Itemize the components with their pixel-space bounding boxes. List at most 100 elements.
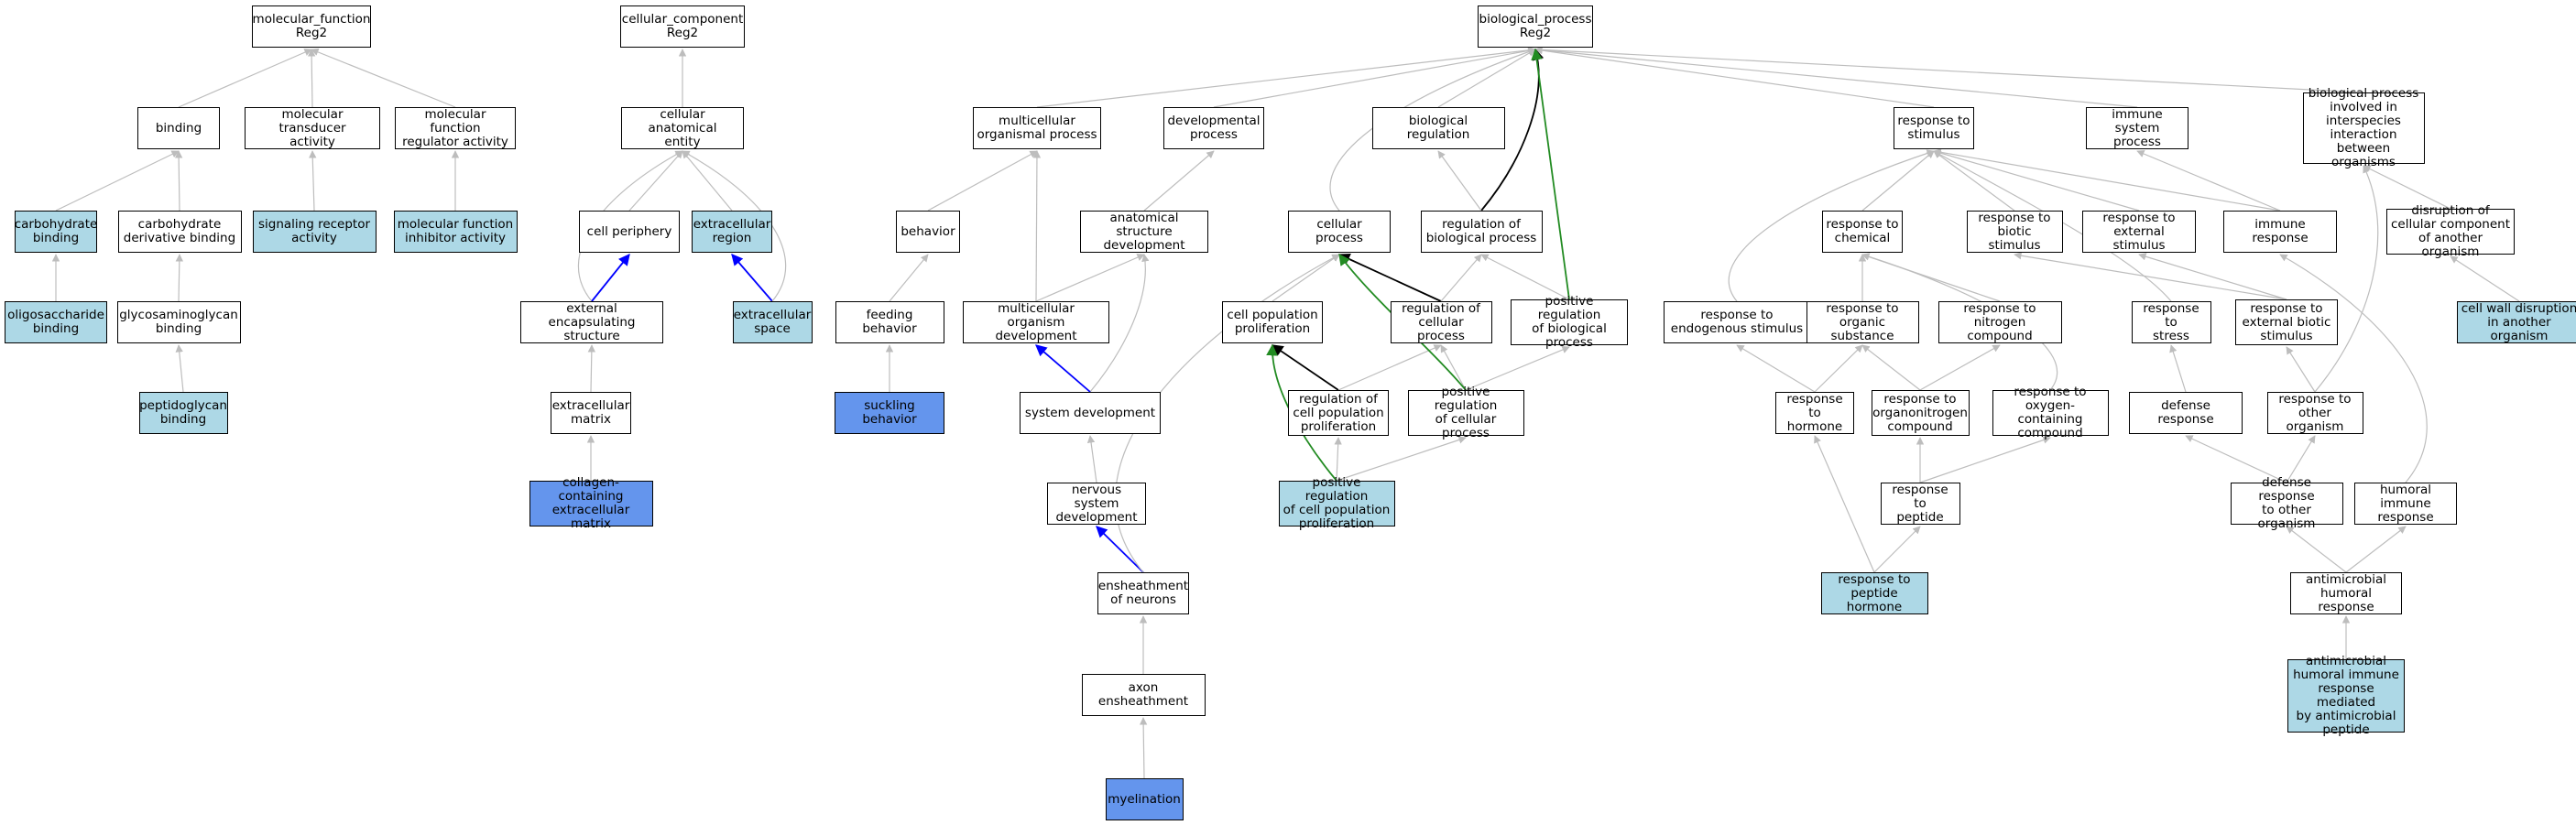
- node-response-hormone[interactable]: response to hormone: [1775, 392, 1854, 434]
- node-suckling-behavior[interactable]: suckling behavior: [835, 392, 944, 434]
- node-developmental-process[interactable]: developmental process: [1163, 107, 1264, 149]
- node-pos-reg-cell-pop-prolif[interactable]: positive regulation of cell population p…: [1278, 476, 1395, 531]
- node-extracellular-matrix[interactable]: extracellular matrix: [551, 392, 631, 434]
- node-response-peptide-hormone[interactable]: response to peptide hormone: [1820, 572, 1928, 614]
- edge-reg_cell_pop_prolif-to-cell_pop_prolif: [1271, 344, 1339, 391]
- node-response-ext-biotic[interactable]: response to external biotic stimulus: [2235, 299, 2338, 345]
- node-pos-reg-cellular-process[interactable]: positive regulation of cellular process: [1407, 385, 1524, 440]
- node-anat-struct-dev[interactable]: anatomical structure development: [1080, 211, 1208, 253]
- edge-mol_transducer-to-mf_root: [307, 49, 316, 108]
- node-carb-deriv-binding[interactable]: carbohydrate derivative binding: [117, 211, 242, 253]
- node-mol-transducer[interactable]: molecular transducer activity: [245, 107, 380, 149]
- node-response-endogenous[interactable]: response to endogenous stimulus: [1664, 301, 1810, 343]
- edge-extracellular_region-to-cell_anat_entity: [682, 150, 733, 212]
- node-multicell-org-dev[interactable]: multicellular organism development: [963, 301, 1109, 343]
- node-reg-bio-process[interactable]: regulation of biological process: [1420, 211, 1543, 253]
- node-feeding-behavior[interactable]: feeding behavior: [835, 301, 944, 343]
- node-cc-root[interactable]: cellular_component Reg2: [620, 5, 745, 48]
- edge-response_peptide-to-response_oxygen: [1919, 436, 2051, 483]
- node-carb-binding[interactable]: carbohydrate binding: [15, 211, 97, 253]
- node-response-nitrogen[interactable]: response to nitrogen compound: [1937, 301, 2062, 343]
- node-mf-inhibitor[interactable]: molecular function inhibitor activity: [393, 211, 518, 253]
- edge-pos_reg_bio_process-to-reg_bio_process: [1480, 254, 1570, 300]
- node-response-peptide[interactable]: response to peptide: [1880, 483, 1960, 525]
- edge-response_other_org-to-bp_interspecies: [2314, 165, 2379, 393]
- node-reg-cellular-process[interactable]: regulation of cellular process: [1390, 301, 1492, 343]
- node-cell-anat-entity[interactable]: cellular anatomical entity: [621, 107, 744, 149]
- node-response-organic[interactable]: response to organic substance: [1806, 301, 1919, 343]
- node-bp-interspecies[interactable]: biological process involved in interspec…: [2302, 87, 2425, 169]
- node-mf-root[interactable]: molecular_function Reg2: [252, 5, 371, 48]
- edge-nervous_system_dev-to-system_development: [1086, 435, 1097, 483]
- node-bp-root[interactable]: biological_process Reg2: [1478, 5, 1593, 48]
- edge-pos_reg_cell_pop_prolif-to-reg_cell_pop_prolif: [1334, 437, 1342, 482]
- node-myelination[interactable]: myelination: [1105, 778, 1184, 820]
- node-biological-regulation[interactable]: biological regulation: [1371, 107, 1505, 149]
- node-extracellular-region[interactable]: extracellular region: [692, 211, 772, 253]
- node-reg-cell-pop-prolif[interactable]: regulation of cell population proliferat…: [1288, 390, 1389, 436]
- node-response-organonitrogen[interactable]: response to organonitrogen compound: [1871, 390, 1970, 436]
- edge-response_organonitrogen-to-response_organic: [1861, 344, 1921, 391]
- node-ensheathment-neurons[interactable]: ensheathment of neurons: [1097, 572, 1189, 614]
- edge-mf_regulator-to-mf_root: [311, 48, 456, 108]
- edge-binding-to-mf_root: [178, 49, 312, 108]
- node-defense-response[interactable]: defense response: [2129, 392, 2243, 434]
- edge-ensheathment_neurons-to-nervous_system_dev: [1096, 526, 1144, 573]
- edge-antimicrobial_humoral-to-humoral_immune: [2345, 526, 2407, 573]
- edge-carb_binding-to-binding: [55, 150, 180, 212]
- node-nervous-system-dev[interactable]: nervous system development: [1047, 483, 1146, 525]
- node-gag-binding[interactable]: glycosaminoglycan binding: [116, 301, 241, 343]
- edge-response_to_stimulus-to-bp_root: [1534, 46, 1935, 108]
- node-cell-wall-disruption[interactable]: cell wall disruption in another organism: [2456, 301, 2576, 343]
- node-axon-ensheathment[interactable]: axon ensheathment: [1081, 674, 1206, 716]
- edge-immune_response-to-response_to_stimulus: [1933, 148, 2281, 212]
- edge-pos_reg_bio_process-to-bp_root: [1531, 48, 1570, 300]
- edge-extracellular_space-to-extracellular_region: [731, 254, 773, 302]
- node-behavior[interactable]: behavior: [896, 211, 960, 253]
- edge-cell_periphery-to-cell_anat_entity: [628, 150, 683, 212]
- node-cell-pop-prolif[interactable]: cell population proliferation: [1222, 301, 1323, 343]
- node-peptidoglycan-binding[interactable]: peptidoglycan binding: [138, 392, 228, 434]
- node-response-to-stimulus[interactable]: response to stimulus: [1894, 107, 1974, 149]
- node-antimicrobial-humoral[interactable]: antimicrobial humoral response: [2290, 572, 2402, 614]
- node-response-to-external[interactable]: response to external stimulus: [2082, 211, 2196, 253]
- node-immune-system-process[interactable]: immune system process: [2086, 107, 2189, 149]
- node-extracellular-space[interactable]: extracellular space: [732, 301, 813, 343]
- edge-response_peptide_hormone-to-response_hormone: [1814, 435, 1875, 573]
- node-response-stress[interactable]: response to stress: [2131, 301, 2211, 343]
- node-mf-regulator[interactable]: molecular function regulator activity: [395, 107, 516, 149]
- node-immune-response[interactable]: immune response: [2223, 211, 2337, 253]
- edge-extracellular_matrix-to-ext_encaps_structure: [587, 344, 596, 393]
- edge-response_to_chemical-to-response_to_stimulus: [1861, 150, 1935, 212]
- node-system-development[interactable]: system development: [1020, 392, 1161, 434]
- edge-response_to_biotic-to-response_to_stimulus: [1933, 150, 2015, 212]
- node-cell-periphery[interactable]: cell periphery: [579, 211, 680, 253]
- edge-bp_interspecies-to-bp_root: [1534, 46, 2364, 93]
- node-binding[interactable]: binding: [137, 107, 220, 149]
- node-response-to-chemical[interactable]: response to chemical: [1822, 211, 1903, 253]
- node-disruption-cell-component[interactable]: disruption of cellular component of anot…: [2386, 204, 2515, 259]
- node-oligosaccharide-binding[interactable]: oligosaccharide binding: [5, 301, 107, 343]
- node-response-oxygen[interactable]: response to oxygen-containing compound: [1992, 385, 2109, 440]
- node-response-to-biotic[interactable]: response to biotic stimulus: [1966, 211, 2063, 253]
- edge-multicell_org_process-to-bp_root: [1036, 46, 1536, 108]
- node-ext-encaps-structure[interactable]: external encapsulating structure: [520, 301, 663, 343]
- node-antimicrobial-peptide[interactable]: antimicrobial humoral immune response me…: [2287, 655, 2405, 737]
- node-collagen-ecm[interactable]: collagen-containing extracellular matrix: [529, 476, 653, 531]
- node-humoral-immune[interactable]: humoral immune response: [2354, 483, 2457, 525]
- node-signaling-receptor[interactable]: signaling receptor activity: [252, 211, 377, 253]
- edge-response_hormone-to-response_endogenous: [1736, 344, 1816, 393]
- node-response-other-org[interactable]: response to other organism: [2266, 392, 2363, 434]
- edge-humoral_immune-to-immune_response: [2279, 254, 2428, 483]
- node-cellular-process[interactable]: cellular process: [1288, 211, 1391, 253]
- edge-pos_reg_cellular_process-to-reg_cellular_process: [1440, 344, 1467, 391]
- edge-gag_binding-to-carb_deriv_binding: [175, 254, 184, 302]
- edge-reg_bio_process-to-biological_regulation: [1437, 150, 1482, 212]
- node-defense-other-org[interactable]: defense response to other organism: [2230, 476, 2343, 531]
- node-multicell-org-process[interactable]: multicellular organismal process: [973, 107, 1101, 149]
- edge-signaling_receptor-to-mol_transducer: [309, 150, 317, 212]
- edge-reg_cellular_process-to-reg_bio_process: [1440, 254, 1482, 302]
- edge-response_ext_biotic-to-response_to_external: [2138, 253, 2287, 300]
- node-pos-reg-bio-process[interactable]: positive regulation of biological proces…: [1511, 295, 1628, 350]
